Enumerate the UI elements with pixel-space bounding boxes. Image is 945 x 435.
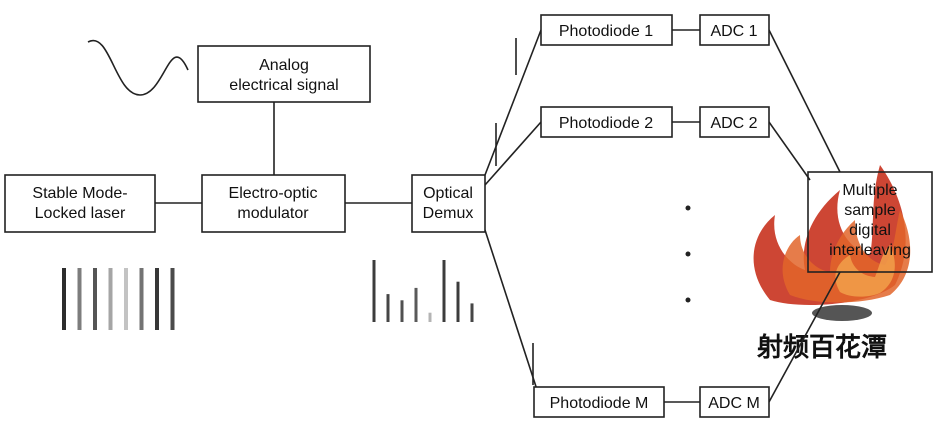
- edge-adcm-interleave: [768, 271, 841, 403]
- node-demux: Optical Demux: [411, 174, 486, 233]
- node-adc-1: ADC 1: [699, 14, 770, 46]
- adc2-label: ADC 2: [710, 115, 757, 132]
- ellipsis-dot: [685, 251, 691, 257]
- demux-label-2: Demux: [423, 205, 474, 222]
- adc1-label: ADC 1: [710, 23, 757, 40]
- modulator-label-1: Electro-optic: [229, 185, 318, 202]
- analog-label-2: electrical signal: [229, 77, 338, 94]
- node-laser: Stable Mode- Locked laser: [4, 174, 156, 233]
- connections: [155, 29, 841, 403]
- pdm-label: Photodiode M: [550, 395, 649, 412]
- interleave-label-1: Multiple: [842, 182, 897, 199]
- laser-label-1: Stable Mode-: [32, 185, 127, 202]
- pd2-label: Photodiode 2: [559, 115, 653, 132]
- demux-pulse-train: [372, 260, 474, 322]
- modulator-label-2: modulator: [237, 205, 309, 222]
- node-interleaving: Multiple sample digital interleaving: [807, 171, 933, 273]
- node-photodiode-2: Photodiode 2: [540, 106, 673, 138]
- node-adc-2: ADC 2: [699, 106, 770, 138]
- watermark-text: 射频百花潭: [756, 333, 887, 363]
- watermark-logo: 射频百花潭: [753, 165, 911, 363]
- laser-label-2: Locked laser: [35, 205, 126, 222]
- interleave-label-4: interleaving: [829, 242, 911, 259]
- laser-pulse-train: [62, 268, 175, 330]
- analog-label-1: Analog: [259, 57, 309, 74]
- edge-adc2-interleave: [768, 121, 811, 181]
- ellipsis-dot: [685, 297, 691, 303]
- analog-sine-wave: [87, 39, 189, 96]
- edge-adc1-interleave: [768, 29, 841, 173]
- demux-label-1: Optical: [423, 185, 473, 202]
- edge-demux-pdm: [484, 229, 542, 403]
- node-modulator: Electro-optic modulator: [201, 174, 346, 233]
- ellipsis-dot: [685, 205, 691, 211]
- node-adc-m: ADC M: [699, 386, 770, 418]
- node-photodiode-m: Photodiode M: [533, 386, 665, 418]
- edge-demux-pd2: [484, 121, 542, 186]
- adcm-label: ADC M: [708, 395, 760, 412]
- interleave-label-2: sample: [844, 202, 896, 219]
- interleave-label-3: digital: [849, 222, 891, 239]
- logo-disc: [812, 305, 872, 321]
- edge-demux-pd1: [484, 29, 542, 176]
- node-photodiode-1: Photodiode 1: [540, 14, 673, 46]
- pd1-label: Photodiode 1: [559, 23, 653, 40]
- flame-light: [835, 245, 895, 297]
- node-analog-signal: Analog electrical signal: [197, 45, 371, 103]
